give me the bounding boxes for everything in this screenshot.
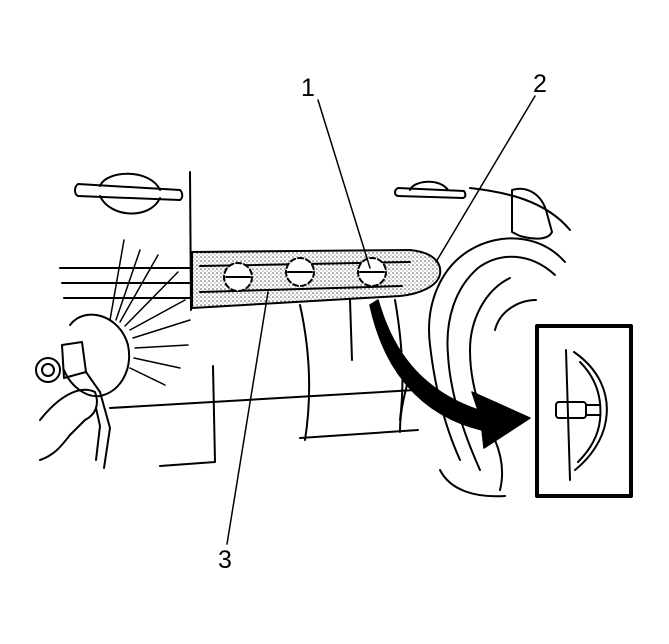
molding-clips (223, 257, 387, 292)
removal-arrow (369, 299, 531, 449)
callout-3: 3 (218, 546, 232, 574)
rear-quarter-window (511, 187, 553, 240)
leader-line-1 (317, 99, 371, 269)
lower-body-line (159, 365, 419, 467)
callout-2: 2 (533, 70, 547, 98)
rocker-line (109, 389, 416, 409)
rear-wheel (428, 237, 566, 498)
door-seam (299, 299, 404, 441)
front-door-edge (189, 171, 192, 311)
hand (39, 388, 98, 461)
quarter-panel-line (469, 187, 571, 231)
leader-line-2 (435, 95, 536, 263)
door-body-lines (59, 267, 193, 299)
heat-rays (109, 239, 191, 386)
front-door-handle (74, 172, 184, 215)
leader-line-3 (226, 291, 269, 545)
rear-door-handle (394, 180, 467, 199)
clip-detail-inset (535, 324, 633, 498)
callout-1: 1 (301, 74, 315, 102)
heat-gun (35, 313, 131, 469)
